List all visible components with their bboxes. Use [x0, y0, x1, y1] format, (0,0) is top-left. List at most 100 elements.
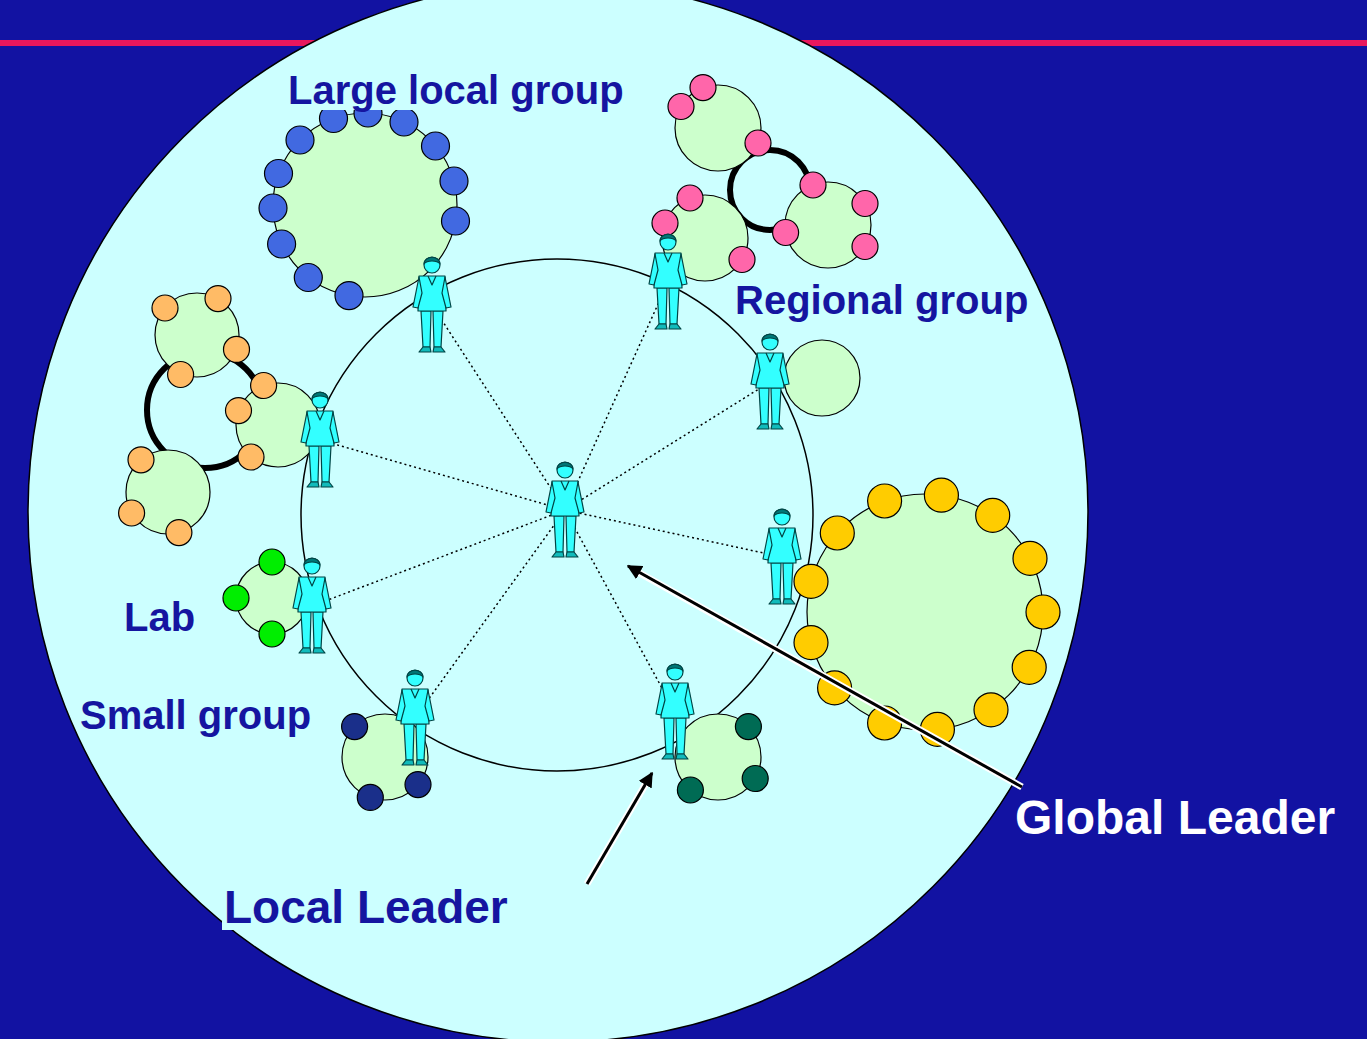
large-group: [924, 478, 958, 512]
dotted-link: [320, 440, 565, 510]
regional-group: [690, 75, 716, 101]
regional-group: [677, 185, 703, 211]
small-group: [677, 714, 768, 803]
large-local-group: [259, 194, 287, 222]
regional-group: [852, 191, 878, 217]
regional-group: [205, 286, 231, 312]
regional-group: [119, 286, 277, 546]
small-group: [735, 714, 761, 740]
regional-group: [224, 336, 250, 362]
small-group: [357, 784, 383, 810]
large-local-group: [390, 108, 418, 136]
regional-group: [166, 520, 192, 546]
group-label: Large local group: [286, 70, 626, 110]
group-label: Small group: [78, 695, 313, 735]
small-group: [677, 777, 703, 803]
large-group: [1026, 595, 1060, 629]
global-leader-figure: [546, 462, 584, 557]
dotted-link: [312, 282, 782, 718]
large-group: [974, 693, 1008, 727]
regional-group: [800, 172, 826, 198]
large-group: [794, 478, 1060, 746]
regional-group: [668, 94, 694, 120]
large-group: [807, 494, 1043, 730]
large-group: [976, 498, 1010, 532]
large-group: [794, 626, 828, 660]
leader-ring: [301, 259, 813, 771]
regional-group: [652, 75, 878, 273]
local-leader-figure: [649, 234, 687, 329]
local-leader-figure: [656, 664, 694, 759]
leader-arrow: [587, 566, 1022, 884]
large-local-group: [268, 230, 296, 258]
empty-group: [784, 340, 860, 416]
large-local-group: [265, 160, 293, 188]
regional-group: [652, 75, 878, 281]
dotted-link: [565, 282, 668, 510]
leader-callout: Local Leader: [222, 884, 510, 930]
dotted-link: [312, 510, 565, 606]
leader-callout: Global Leader: [1013, 794, 1337, 842]
lab-group: [223, 585, 249, 611]
group-label: Small group: [78, 695, 313, 735]
local-leader-figure: [293, 234, 801, 765]
leader-arrow: [628, 566, 1022, 787]
regional-group: [852, 234, 878, 260]
organization-circle: [28, 0, 1088, 1039]
large-local-group: [294, 264, 322, 292]
large-group: [868, 484, 902, 518]
large-local-group: [442, 207, 470, 235]
small-group: [405, 772, 431, 798]
local-leader-figure: [301, 392, 339, 487]
small-group: [342, 714, 368, 740]
local-leader-figure: [293, 558, 331, 653]
small-group: [675, 714, 768, 803]
leader-callout: Local Leader: [222, 884, 510, 930]
lab-group: [259, 621, 285, 647]
dotted-link: [565, 510, 675, 712]
group-label: Lab: [122, 597, 197, 637]
regional-group: [152, 295, 178, 321]
large-local-group: [335, 282, 363, 310]
group-label: Regional group: [733, 280, 1030, 320]
large-group: [1013, 541, 1047, 575]
dotted-link: [565, 382, 770, 510]
regional-group: [729, 247, 755, 273]
regional-group: [226, 398, 252, 424]
small-group: [742, 766, 768, 792]
large-local-group: [286, 126, 314, 154]
local-leader-figure: [751, 334, 789, 429]
group-label: Regional group: [733, 280, 1030, 320]
regional-group: [168, 362, 194, 388]
local-leader-figure: [413, 257, 451, 352]
leader-arrow: [587, 773, 652, 884]
dotted-link: [565, 510, 782, 557]
local-leader-figure: [763, 509, 801, 604]
regional-group: [119, 286, 320, 546]
large-group: [794, 564, 828, 598]
large-group: [820, 516, 854, 550]
large-local-group: [440, 167, 468, 195]
dotted-link: [415, 510, 565, 718]
lab-group: [259, 549, 285, 575]
large-local-group: [422, 132, 450, 160]
group-label: Lab: [122, 597, 197, 637]
regional-group: [128, 447, 154, 473]
dotted-link: [432, 305, 565, 510]
group-label: Large local group: [286, 70, 626, 110]
local-leader-figure: [396, 670, 434, 765]
regional-group: [119, 500, 145, 526]
large-group: [794, 478, 1060, 746]
regional-group: [652, 210, 678, 236]
regional-group: [238, 444, 264, 470]
regional-group: [773, 220, 799, 246]
regional-group: [251, 373, 277, 399]
lab-group: [223, 549, 285, 647]
global-leader-figure: [546, 462, 584, 557]
large-group: [1012, 650, 1046, 684]
regional-group: [745, 130, 771, 156]
leader-callout: Global Leader: [1013, 794, 1337, 842]
